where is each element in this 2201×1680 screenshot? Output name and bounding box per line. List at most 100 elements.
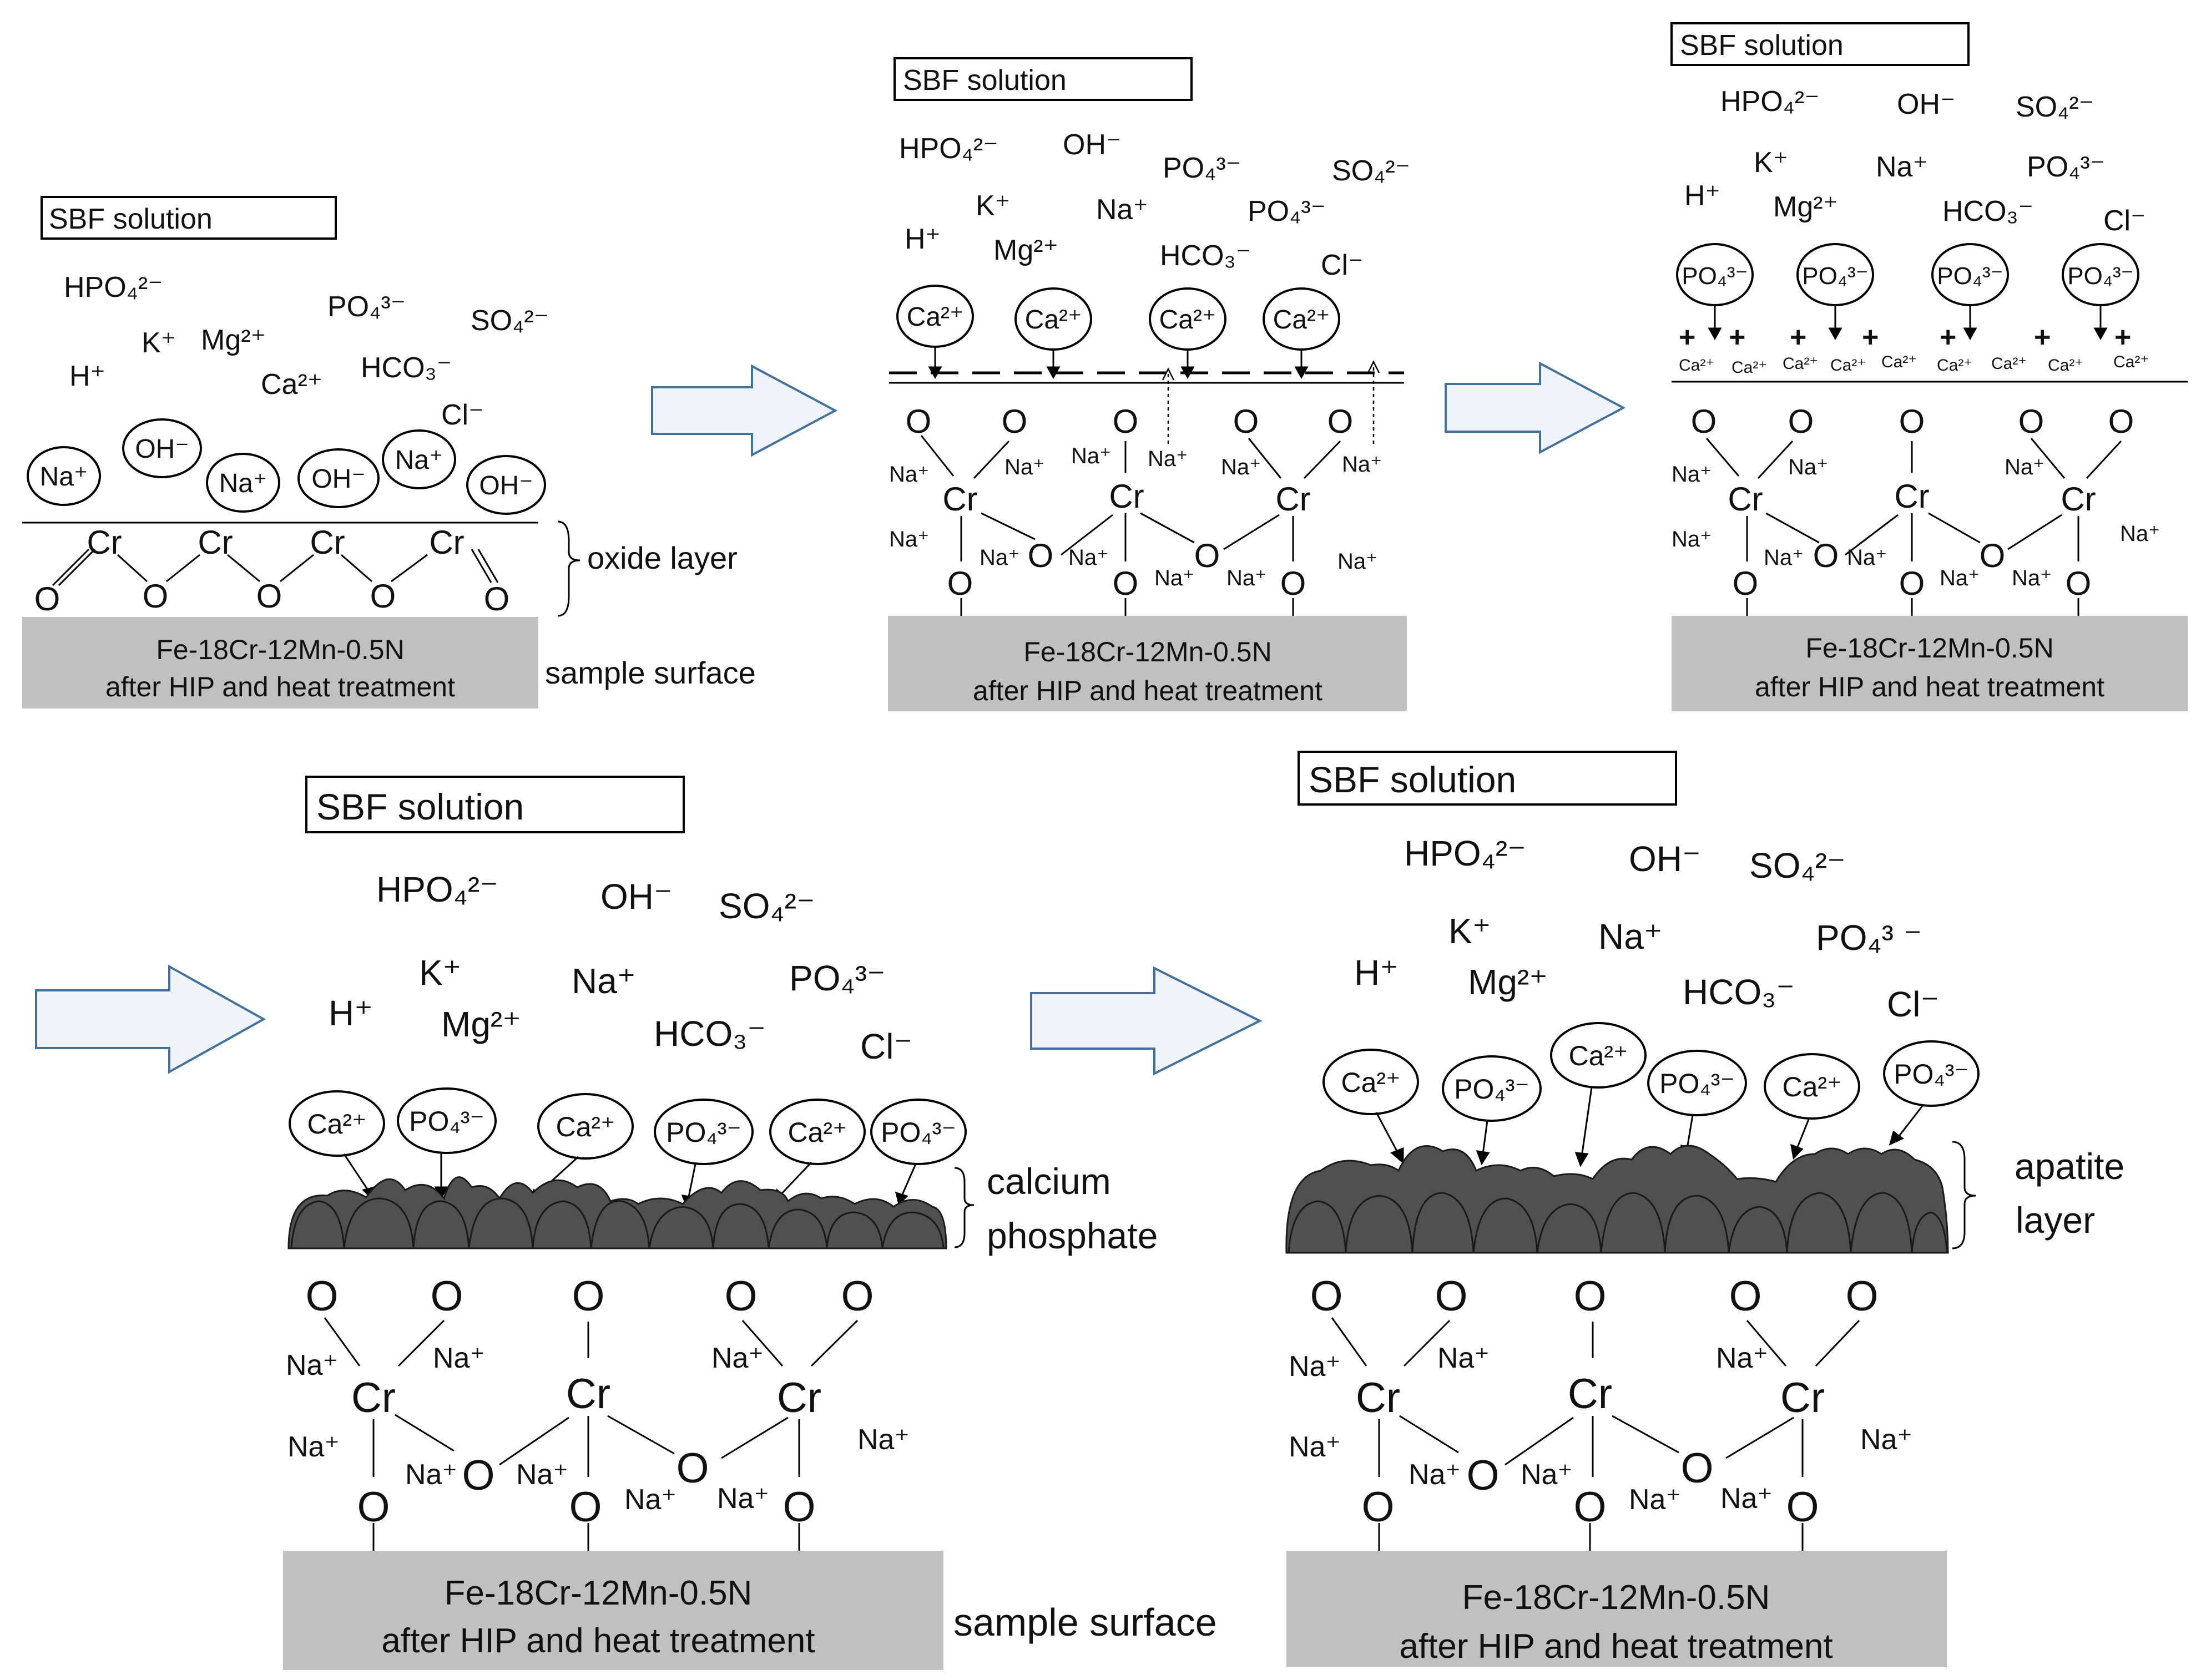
process-arrow bbox=[1030, 966, 1263, 1076]
o-atom: O bbox=[1733, 565, 1759, 602]
sbf-solution-label: SBF solution bbox=[1309, 759, 1516, 800]
sbf-solution-box bbox=[41, 196, 337, 240]
ion-hpo4: HPO₄²⁻ bbox=[376, 869, 498, 909]
o-atom: O bbox=[2108, 403, 2134, 440]
na-ion-bubble: Na⁺ bbox=[27, 446, 101, 506]
sbf-solution-box bbox=[1298, 751, 1677, 806]
po4-ion-text: PO₄³⁻ bbox=[2067, 262, 2133, 290]
o-atom: O bbox=[947, 565, 973, 602]
ca-ion-text: Ca²⁺ bbox=[788, 1117, 847, 1148]
na-ion: Na⁺ bbox=[980, 545, 1019, 570]
substrate bbox=[1286, 1551, 1947, 1667]
sbf-solution-label: SBF solution bbox=[49, 203, 213, 235]
substrate bbox=[22, 617, 538, 709]
plus-sign: + bbox=[1729, 321, 1745, 353]
cr-atom: Cr bbox=[351, 1374, 396, 1421]
po4-ion-bubble: PO₄³⁻ bbox=[2062, 243, 2139, 306]
ion-mg: Mg²⁺ bbox=[993, 234, 1058, 266]
po4-ion-bubble: PO₄³⁻ bbox=[1676, 243, 1754, 306]
ca-ion-text: Ca²⁺ bbox=[556, 1111, 615, 1142]
substrate-line2: after HIP and heat treatment bbox=[105, 671, 455, 702]
ion-hpo4: HPO₄²⁻ bbox=[1404, 833, 1526, 873]
ion-k: K⁺ bbox=[419, 953, 461, 993]
na-ion-text: Na⁺ bbox=[395, 446, 443, 475]
ca-ion-text: Ca²⁺ bbox=[1025, 305, 1082, 335]
o-atom: O bbox=[357, 1484, 390, 1531]
o-atom: O bbox=[569, 1484, 602, 1531]
ion-na: Na⁺ bbox=[572, 961, 636, 1001]
layer-label: layer bbox=[2016, 1200, 2095, 1241]
cr-atom: Cr bbox=[777, 1374, 821, 1421]
substrate-line2: after HIP and heat treatment bbox=[1399, 1627, 1833, 1666]
process-arrow bbox=[35, 964, 266, 1074]
ion-po4: PO₄³⁻ bbox=[2027, 151, 2105, 183]
na-ion-text: Na⁺ bbox=[219, 469, 267, 498]
ion-hpo4: HPO₄²⁻ bbox=[1720, 85, 1820, 118]
calcium-phosphate-deposit bbox=[287, 1176, 947, 1249]
o-atom: O bbox=[1573, 1484, 1606, 1531]
substrate bbox=[888, 616, 1407, 711]
o-atom: O bbox=[256, 578, 282, 615]
o-atom: O bbox=[1691, 403, 1717, 440]
po4-ion-text: PO₄³⁻ bbox=[1659, 1068, 1735, 1099]
na-ion: Na⁺ bbox=[1289, 1350, 1341, 1383]
po4-ion-bubble: PO₄³⁻ bbox=[1647, 1050, 1747, 1116]
na-ion: Na⁺ bbox=[1226, 566, 1266, 590]
ion-cl: Cl⁻ bbox=[860, 1026, 912, 1066]
o-atom: O bbox=[1786, 1484, 1819, 1531]
na-ion: Na⁺ bbox=[516, 1459, 568, 1491]
na-ion: Na⁺ bbox=[1672, 462, 1712, 487]
cr-atom: Cr bbox=[1568, 1370, 1612, 1418]
plus-sign: + bbox=[1940, 321, 1956, 353]
o-atom: O bbox=[1899, 565, 1925, 602]
na-ion: Na⁺ bbox=[286, 1349, 338, 1382]
o-atom: O bbox=[906, 403, 932, 440]
o-atom: O bbox=[1845, 1273, 1878, 1320]
ca-ion: Ca²⁺ bbox=[2113, 353, 2149, 371]
panel-5-apatite-layer: SBF solution HPO₄²⁻ OH⁻ SO₄²⁻ K⁺ Na⁺ PO₄… bbox=[1285, 751, 2124, 1667]
sbf-solution-box bbox=[893, 57, 1193, 101]
substrate bbox=[283, 1551, 943, 1670]
ca-ion-bubble: Ca²⁺ bbox=[1764, 1053, 1860, 1120]
substrate-line2: after HIP and heat treatment bbox=[381, 1622, 815, 1660]
ion-oh: OH⁻ bbox=[1629, 839, 1701, 879]
oxide-layer-brace bbox=[557, 520, 580, 617]
na-ion: Na⁺ bbox=[405, 1459, 457, 1491]
na-ion: Na⁺ bbox=[1068, 545, 1108, 570]
ca-ion-text: Ca²⁺ bbox=[1569, 1040, 1628, 1071]
ion-mg: Mg²⁺ bbox=[1773, 191, 1838, 223]
o-atom: O bbox=[1788, 403, 1814, 440]
calcium-phosphate-brace bbox=[954, 1167, 975, 1248]
o-atom: O bbox=[370, 578, 396, 615]
cr-o-bonds bbox=[1705, 438, 2122, 616]
na-ion: Na⁺ bbox=[1289, 1431, 1341, 1463]
po4-ion-bubble: PO₄³⁻ bbox=[1796, 243, 1874, 306]
o-atom: O bbox=[1310, 1273, 1342, 1320]
na-ion: Na⁺ bbox=[1337, 549, 1377, 574]
na-ion: Na⁺ bbox=[624, 1484, 677, 1516]
o-atom: O bbox=[783, 1484, 815, 1531]
na-ion: Na⁺ bbox=[1847, 545, 1887, 570]
plus-sign: + bbox=[1679, 321, 1695, 353]
cr-atom: Cr bbox=[2061, 480, 2096, 518]
panel-4-calcium-phosphate: SBF solution HPO₄²⁻ OH⁻ SO₄²⁻ K⁺ Na⁺ PO₄… bbox=[283, 776, 1217, 1670]
na-ion: Na⁺ bbox=[1940, 566, 1980, 590]
process-arrow bbox=[1445, 361, 1626, 454]
oh-ion-text: OH⁻ bbox=[311, 464, 365, 494]
ca-ion-bubble: Ca²⁺ bbox=[1014, 287, 1092, 351]
ion-ca: Ca²⁺ bbox=[261, 368, 322, 401]
cr-atom: Cr bbox=[429, 524, 464, 561]
ion-po4: PO₄³⁻ bbox=[789, 958, 886, 998]
na-ion-bubble: Na⁺ bbox=[206, 453, 280, 513]
ion-na: Na⁺ bbox=[1876, 151, 1928, 183]
ion-h: H⁺ bbox=[1684, 180, 1720, 212]
cr-atom: Cr bbox=[1780, 1374, 1825, 1421]
process-arrow bbox=[651, 364, 838, 457]
na-ion: Na⁺ bbox=[857, 1424, 910, 1456]
substrate bbox=[1672, 616, 2188, 711]
cr-atom: Cr bbox=[310, 524, 345, 561]
na-ion: Na⁺ bbox=[1071, 444, 1111, 468]
panel-3-phosphate-adsorption: SBF solution HPO₄²⁻ OH⁻ SO₄²⁻ K⁺ Na⁺ PO₄… bbox=[1670, 22, 2188, 711]
ion-so4: SO₄²⁻ bbox=[1332, 155, 1410, 187]
o-atom: O bbox=[484, 580, 510, 618]
